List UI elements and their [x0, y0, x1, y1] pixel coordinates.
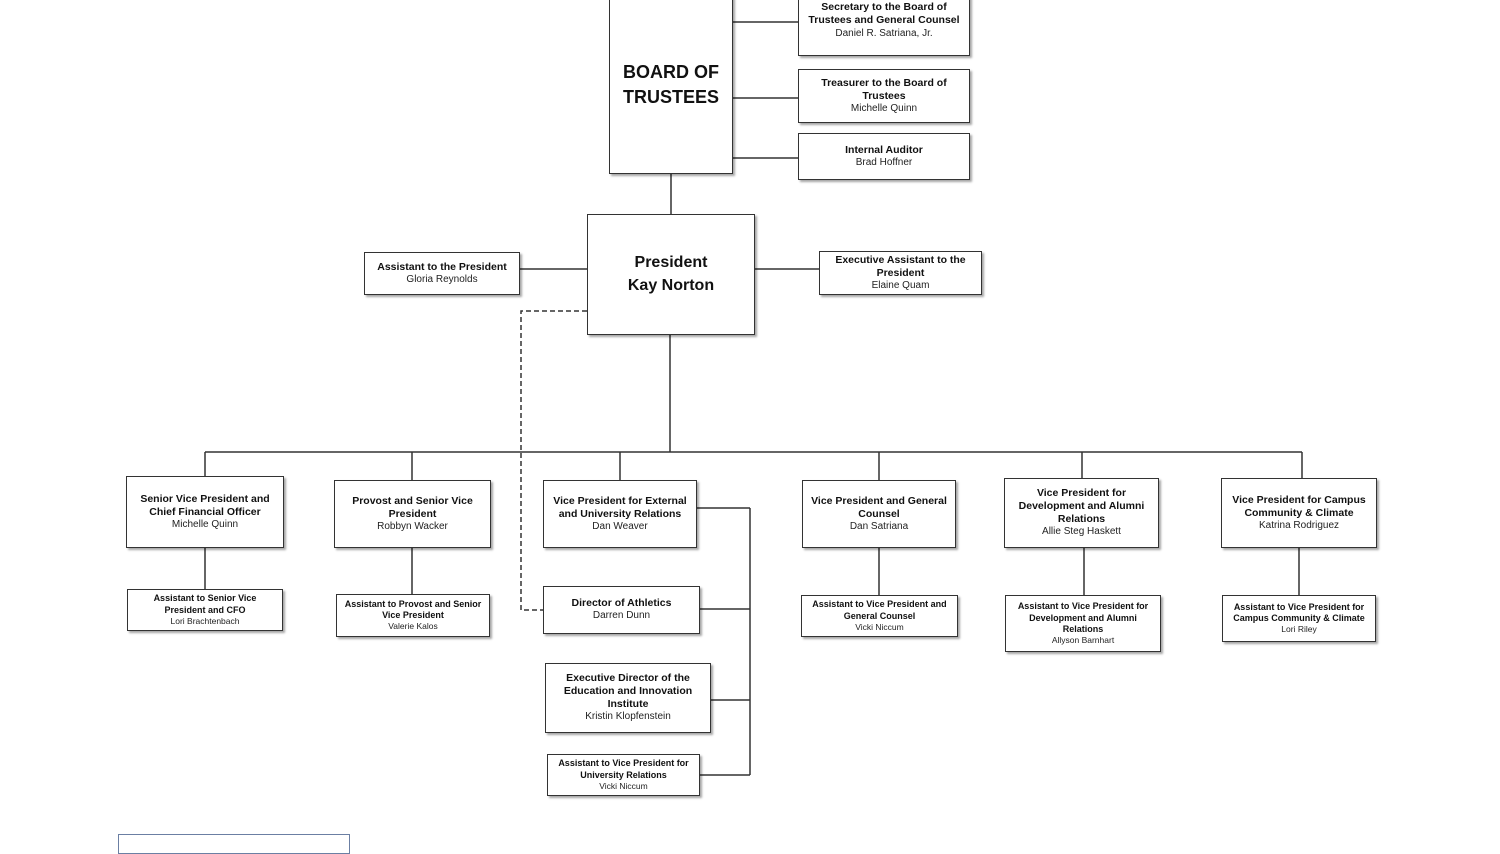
- assistant-to-president-name: Gloria Reynolds: [406, 273, 478, 285]
- assistant-development-name: Allyson Barnhart: [1051, 635, 1115, 646]
- assistant-cfo-name: Lori Brachtenbach: [170, 615, 240, 626]
- legend-box: [118, 834, 350, 854]
- assistant-university-relations-box: Assistant to Vice President for Universi…: [547, 754, 700, 796]
- director-athletics-name: Darren Dunn: [592, 610, 651, 622]
- assistant-counsel-box: Assistant to Vice President and General …: [801, 595, 958, 637]
- assistant-campus-title: Assistant to Vice President for Campus C…: [1233, 601, 1365, 624]
- vp-cfo-title: Senior Vice President and Chief Financia…: [140, 492, 270, 518]
- assistant-to-president-title: Assistant to the President: [377, 260, 507, 273]
- director-athletics-title: Director of Athletics: [571, 597, 672, 610]
- assistant-counsel-name: Vicki Niccum: [855, 621, 904, 632]
- vp-campus-title: Vice President for Campus Community & Cl…: [1232, 493, 1366, 519]
- education-institute-title: Executive Director of the Education and …: [563, 672, 693, 711]
- vp-counsel-name: Dan Satriana: [849, 520, 909, 532]
- education-institute-box: Executive Director of the Education and …: [545, 663, 711, 733]
- vp-provost-box: Provost and Senior Vice President Robbyn…: [334, 480, 491, 548]
- education-institute-name: Kristin Klopfenstein: [585, 711, 671, 723]
- auditor-title: Internal Auditor: [845, 143, 923, 156]
- president-name: Kay Norton: [627, 276, 715, 294]
- treasurer-title: Treasurer to the Board of Trustees: [821, 76, 947, 102]
- vp-development-title: Vice President for Development and Alumn…: [1018, 487, 1145, 526]
- vp-campus-name: Katrina Rodriguez: [1258, 519, 1340, 531]
- assistant-university-relations-title: Assistant to Vice President for Universi…: [558, 758, 689, 780]
- assistant-provost-title: Assistant to Provost and Senior Vice Pre…: [344, 598, 482, 621]
- board-title-line2: TRUSTEES: [622, 87, 719, 107]
- vp-counsel-title: Vice President and General Counsel: [811, 494, 947, 520]
- director-athletics-box: Director of Athletics Darren Dunn: [543, 586, 700, 634]
- vp-cfo-box: Senior Vice President and Chief Financia…: [126, 476, 284, 548]
- secretary-box: Secretary to the Board of Trustees and G…: [798, 0, 970, 56]
- vp-development-name: Allie Steg Haskett: [1042, 526, 1121, 538]
- executive-assistant-box: Executive Assistant to the President Ela…: [819, 251, 982, 295]
- auditor-box: Internal Auditor Brad Hoffner: [798, 133, 970, 180]
- vp-provost-title: Provost and Senior Vice President: [352, 494, 473, 520]
- vp-campus-box: Vice President for Campus Community & Cl…: [1221, 478, 1377, 548]
- assistant-development-title: Assistant to Vice President for Developm…: [1017, 601, 1149, 634]
- vp-development-box: Vice President for Development and Alumn…: [1004, 478, 1159, 548]
- vp-cfo-name: Michelle Quinn: [171, 518, 239, 530]
- assistant-cfo-box: Assistant to Senior Vice President and C…: [127, 589, 283, 631]
- vp-external-name: Dan Weaver: [592, 520, 648, 532]
- assistant-university-relations-name: Vicki Niccum: [599, 780, 648, 791]
- auditor-name: Brad Hoffner: [855, 156, 913, 168]
- assistant-provost-box: Assistant to Provost and Senior Vice Pre…: [336, 594, 490, 637]
- dashed-connector-president-athletics: [520, 310, 587, 611]
- secretary-title: Secretary to the Board of Trustees and G…: [808, 1, 960, 27]
- vp-provost-name: Robbyn Wacker: [377, 520, 448, 532]
- vp-external-title: Vice President for External and Universi…: [553, 494, 687, 520]
- assistant-development-box: Assistant to Vice President for Developm…: [1005, 595, 1161, 652]
- assistant-to-president-box: Assistant to the President Gloria Reynol…: [364, 252, 520, 295]
- secretary-name: Daniel R. Satriana, Jr.: [835, 27, 933, 39]
- vp-counsel-box: Vice President and General Counsel Dan S…: [802, 480, 956, 548]
- assistant-counsel-title: Assistant to Vice President and General …: [812, 599, 947, 621]
- vp-external-box: Vice President for External and Universi…: [543, 480, 697, 548]
- executive-assistant-name: Elaine Quam: [871, 279, 930, 291]
- executive-assistant-title: Executive Assistant to the President: [835, 253, 966, 279]
- president-box: President Kay Norton: [587, 214, 755, 335]
- assistant-provost-name: Valerie Kalos: [388, 621, 438, 632]
- assistant-campus-box: Assistant to Vice President for Campus C…: [1222, 595, 1376, 642]
- assistant-campus-name: Lori Riley: [1281, 624, 1317, 635]
- assistant-cfo-title: Assistant to Senior Vice President and C…: [153, 593, 257, 615]
- treasurer-box: Treasurer to the Board of Trustees Miche…: [798, 69, 970, 123]
- treasurer-name: Michelle Quinn: [850, 102, 918, 114]
- board-title-line1: BOARD OF: [623, 61, 719, 82]
- president-title: President: [634, 254, 708, 272]
- board-of-trustees-box: BOARD OF TRUSTEES: [609, 0, 733, 174]
